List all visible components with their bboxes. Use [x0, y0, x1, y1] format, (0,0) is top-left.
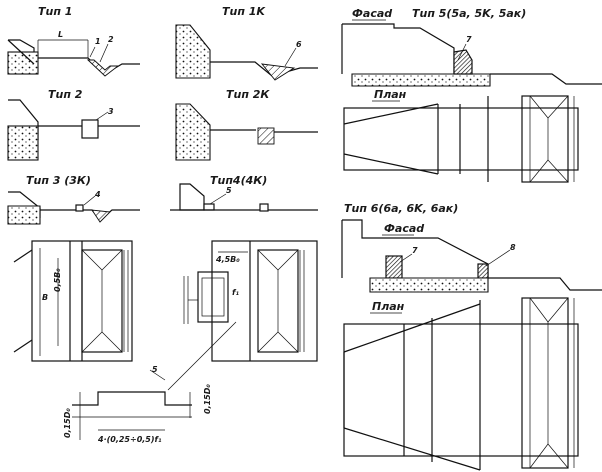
type-3-plan: B 0,5B₀ [13, 240, 133, 362]
type-2k-figure: Тuп 2К [175, 88, 318, 161]
type-5-fasad-label: Фасаd [352, 7, 392, 20]
dim-half-b-label: 0,5B₀ [53, 268, 62, 292]
dim-small-label: 0,15D₀ [63, 408, 72, 438]
callout-7: 7 [466, 35, 472, 44]
type-6-fasad-label: Фасаd [384, 222, 424, 235]
callout-1: 1 [95, 37, 101, 46]
type-4-plan: 4,5B₀ f₁ [183, 240, 318, 362]
type-1k-label: Тuп 1K [222, 5, 266, 18]
type-5-plan-label: План [374, 88, 407, 101]
callout-7-b: 7 [412, 246, 418, 255]
footing-detail: 5 0,15D₀ 0,15D₀ 4·(0,25÷0,5)f₁ [63, 321, 237, 444]
type-5-figure: Фасаd Тuп 5(5a, 5K, 5aк) 7 План [341, 7, 602, 183]
dim-L-label: L [58, 30, 63, 39]
type-5-plan [343, 95, 579, 183]
type-6-label: Тuп 6(6a, 6K, 6aк) [344, 202, 458, 215]
type-2-figure: Тuп 2 3 [7, 88, 140, 161]
callout-6: 6 [296, 40, 302, 49]
dim-B-label: B [42, 293, 48, 302]
callout-5: 5 [226, 186, 232, 195]
f1-label: f₁ [232, 288, 239, 297]
type-1-label: Тuп 1 [38, 5, 72, 18]
mark-4-5-label: 4,5B₀ [215, 255, 240, 264]
type-6-plan-label: План [372, 300, 405, 313]
type-1k-figure: Тuп 1K 6 [175, 5, 318, 81]
type-3-label: Тuп 3 (3К) [26, 174, 91, 187]
dim-right-label: 0,15D₀ [203, 384, 212, 414]
callout-3: 3 [108, 107, 114, 116]
type-6-plan [343, 297, 579, 471]
type-2-label: Тuп 2 [48, 88, 83, 101]
type-4-figure: Тuп4(4К) 5 4,5B₀ f₁ [170, 174, 318, 362]
type-2k-label: Тuп 2К [226, 88, 270, 101]
type-4-label: Тuп4(4К) [210, 174, 267, 187]
dim-base-label: 4·(0,25÷0,5)f₁ [97, 435, 162, 444]
type-6-figure: Тuп 6(6a, 6K, 6aк) Фасаd 7 8 План [341, 202, 602, 471]
callout-8: 8 [510, 243, 516, 252]
type-3-figure: Тuп 3 (3К) 4 B 0,5B₀ [7, 174, 140, 362]
type-1-figure: Тuп 1 L 1 2 [7, 5, 140, 77]
callout-4: 4 [94, 190, 101, 199]
callout-5-detail: 5 [152, 365, 158, 374]
type-5-label: Тuп 5(5a, 5K, 5aк) [412, 7, 526, 20]
callout-2: 2 [108, 35, 114, 44]
